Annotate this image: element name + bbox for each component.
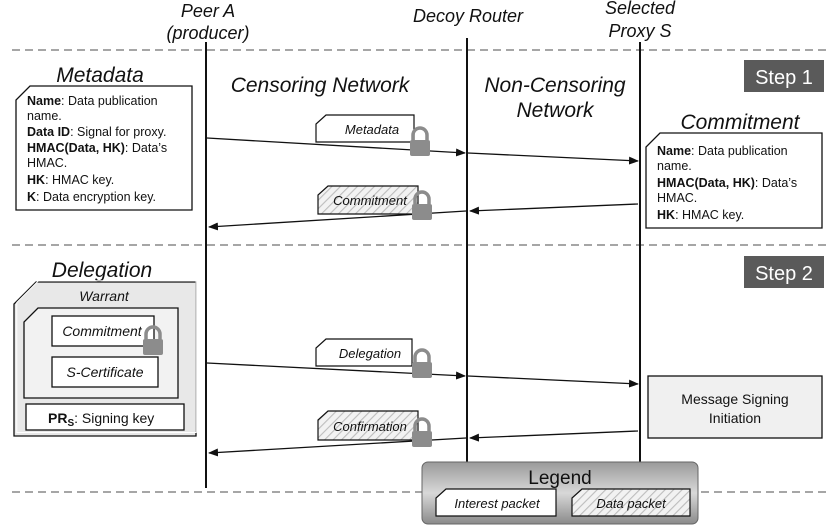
svg-text:Data ID: Signal for proxy.: Data ID: Signal for proxy. [27,125,166,139]
svg-text:HK: HMAC key.: HK: HMAC key. [657,208,744,222]
packet-delegation-label: Delegation [339,346,401,361]
metadata-name-key: Name [27,94,61,108]
signing-line2: Initiation [709,410,761,426]
svg-text:PRS: Signing key: PRS: Signing key [48,410,154,429]
header-proxy-line1: Selected [605,0,676,18]
metadata-k-key: K [27,190,36,204]
commitment-chip-label: Commitment [62,323,142,339]
svg-text:Name: Data publication: Name: Data publication [657,144,788,158]
lock-icon [410,348,434,380]
header-proxy-line2: Proxy S [608,21,671,41]
packet-metadata: Metadata [315,114,415,143]
signing-initiation-box: Message Signing Initiation [647,375,823,439]
svg-text:HMAC(Data, HK): Data’s: HMAC(Data, HK): Data’s [657,176,797,190]
legend-data-packet: Data packet [571,488,691,517]
arrow-commitment-1 [469,203,639,215]
prs-val: : Signing key [74,410,154,426]
commitment-chip: Commitment [51,315,155,347]
packet-confirmation-label: Confirmation [333,419,407,434]
header-peer-a-line2: (producer) [166,23,249,43]
commitment-title: Commitment [680,111,800,134]
metadata-hmac-key: HMAC(Data, HK) [27,141,125,155]
packet-confirmation: Confirmation [317,410,419,441]
legend-data-label: Data packet [596,496,667,511]
commitment-name-val: : Data publication [691,144,788,158]
step1-label: Step 1 [755,67,813,89]
arrow-delegation-2 [467,375,639,388]
region-non-censoring-line1: Non-Censoring [484,74,626,97]
metadata-box: Name: Data publication name. Data ID: Si… [15,85,193,211]
prs-key: PR [48,410,67,426]
metadata-hmac-val2: HMAC. [27,156,67,170]
metadata-name-val2: name. [27,109,62,123]
arrow-metadata-2 [467,152,639,165]
s-certificate-chip: S-Certificate [51,356,159,388]
commitment-hk-key: HK [657,208,675,222]
warrant-label: Warrant [79,288,130,304]
packet-commitment: Commitment [317,185,419,215]
legend: Legend Interest packet Data packet [421,461,699,525]
metadata-dataid-key: Data ID [27,125,70,139]
metadata-title: Metadata [56,64,144,87]
packet-commitment-label: Commitment [333,193,408,208]
prs-sub: S [67,418,74,429]
metadata-name-val: : Data publication [61,94,158,108]
packet-delegation: Delegation [315,338,413,367]
step2-badge: Step 2 [744,256,824,288]
signing-key-chip: PRS: Signing key [25,403,185,431]
step2-label: Step 2 [755,263,813,285]
region-non-censoring-line2: Network [516,99,595,122]
commitment-box: Name: Data publication name. HMAC(Data, … [645,132,823,229]
signing-line1: Message Signing [681,391,788,407]
header-decoy-router: Decoy Router [413,6,524,26]
svg-text:K: Data encryption key.: K: Data encryption key. [27,190,156,204]
s-certificate-label: S-Certificate [66,364,143,380]
svg-text:HK: HMAC key.: HK: HMAC key. [27,173,114,187]
metadata-k-val: : Data encryption key. [36,190,156,204]
lock-icon [410,417,434,449]
region-censoring: Censoring Network [231,74,411,97]
metadata-hmac-val: : Data’s [125,141,167,155]
step1-badge: Step 1 [744,60,824,92]
commitment-hk-val: : HMAC key. [675,208,744,222]
lock-icon [408,126,432,158]
metadata-dataid-val: : Signal for proxy. [70,125,166,139]
legend-interest-label: Interest packet [454,496,541,511]
commitment-hmac-key: HMAC(Data, HK) [657,176,755,190]
arrow-confirmation-1 [469,430,639,442]
commitment-name-val2: name. [657,159,692,173]
commitment-hmac-val2: HMAC. [657,191,697,205]
legend-title: Legend [528,468,591,489]
lock-icon [410,190,434,222]
metadata-hk-key: HK [27,173,45,187]
packet-metadata-label: Metadata [345,122,399,137]
svg-text:HMAC(Data, HK): Data’s: HMAC(Data, HK): Data’s [27,141,167,155]
commitment-name-key: Name [657,144,691,158]
svg-text:Name: Data publication: Name: Data publication [27,94,158,108]
legend-interest-packet: Interest packet [435,488,557,517]
header-peer-a-line1: Peer A [181,1,235,21]
delegation-title: Delegation [52,259,152,282]
metadata-hk-val: : HMAC key. [45,173,114,187]
commitment-hmac-val: : Data’s [755,176,797,190]
